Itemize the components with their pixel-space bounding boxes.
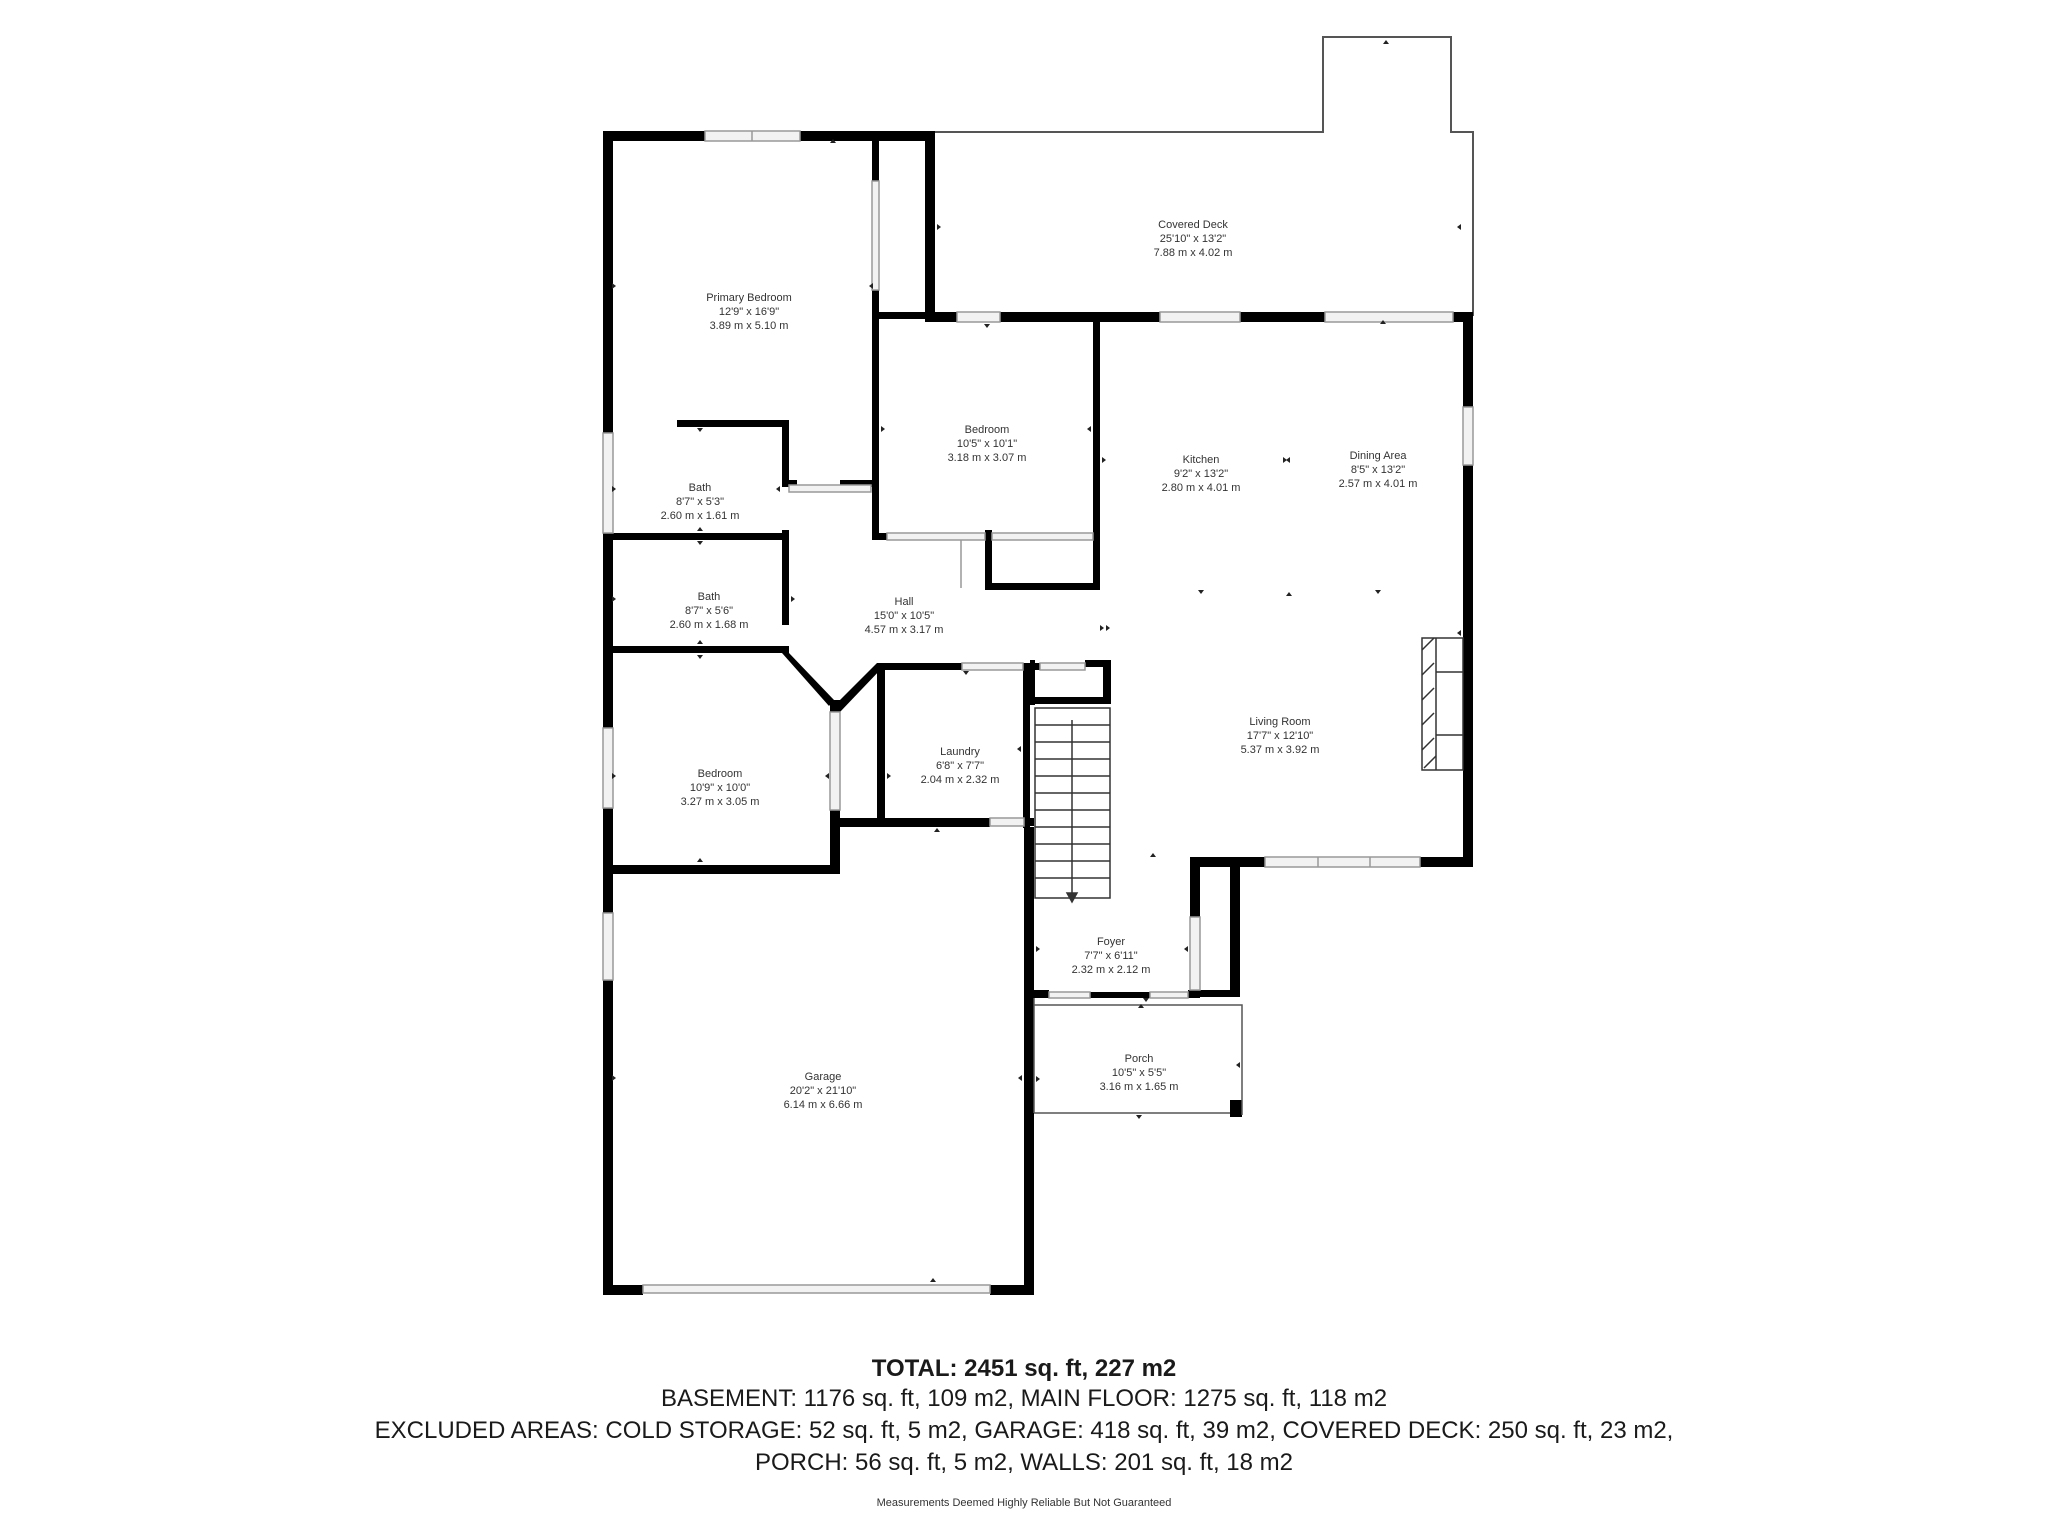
room-name: Garage [805,1071,842,1083]
room-dims-imperial: 25'10" x 13'2" [1160,233,1227,245]
porch-outline [1033,998,1243,1115]
staircase [1034,707,1111,904]
disclaimer: Measurements Deemed Highly Reliable But … [876,1497,1172,1509]
room-dims-imperial: 9'2" x 13'2" [1174,468,1228,480]
room-dims-metric: 7.88 m x 4.02 m [1154,247,1233,259]
excluded-areas-summary: EXCLUDED AREAS: COLD STORAGE: 52 sq. ft,… [374,1417,1674,1444]
room-name: Porch [1125,1053,1154,1065]
windows [602,130,1474,1294]
room-dims-imperial: 15'0" x 10'5" [874,610,934,622]
room-dims-metric: 2.60 m x 1.61 m [661,510,740,522]
room-name: Laundry [940,746,980,758]
room-dims-imperial: 8'7" x 5'6" [685,605,733,617]
room-dims-imperial: 10'5" x 5'5" [1112,1067,1166,1079]
room-dims-imperial: 20'2" x 21'10" [790,1085,857,1097]
floor-area-summary: BASEMENT: 1176 sq. ft, 109 m2, MAIN FLOO… [660,1385,1388,1412]
total-area: TOTAL: 2451 sq. ft, 227 m2 [871,1355,1177,1382]
room-dims-imperial: 8'5" x 13'2" [1351,464,1405,476]
room-dims-imperial: 12'9" x 16'9" [719,306,779,318]
room-dims-imperial: 8'7" x 5'3" [676,496,724,508]
room-dims-imperial: 7'7" x 6'11" [1084,950,1137,962]
room-name: Covered Deck [1158,219,1228,231]
room-dims-metric: 5.37 m x 3.92 m [1241,744,1320,756]
room-name: Kitchen [1183,454,1220,466]
room-name: Dining Area [1350,450,1408,462]
room-dims-metric: 3.18 m x 3.07 m [948,452,1027,464]
room-dims-metric: 3.27 m x 3.05 m [681,796,760,808]
room-dims-imperial: 6'8" x 7'7" [936,760,984,772]
covered-deck-outline [935,36,1474,316]
dimension-markers [612,40,1461,1282]
room-dims-metric: 4.57 m x 3.17 m [865,624,944,636]
room-name: Foyer [1097,936,1125,948]
fireplace [1421,637,1464,771]
room-dims-imperial: 10'9" x 10'0" [690,782,750,794]
room-name: Bath [689,482,712,494]
walls [603,131,1473,1295]
room-dims-metric: 6.14 m x 6.66 m [784,1099,863,1111]
room-labels: Covered Deck 25'10" x 13'2" 7.88 m x 4.0… [661,219,1418,1111]
room-name: Bath [698,591,721,603]
room-dims-metric: 2.04 m x 2.32 m [921,774,1000,786]
room-dims-metric: 2.80 m x 4.01 m [1162,482,1241,494]
room-dims-metric: 2.60 m x 1.68 m [670,619,749,631]
room-dims-metric: 3.89 m x 5.10 m [710,320,789,332]
room-name: Bedroom [965,424,1010,436]
room-name: Living Room [1249,716,1310,728]
room-dims-metric: 3.16 m x 1.65 m [1100,1081,1179,1093]
room-name: Bedroom [698,768,743,780]
room-name: Hall [895,596,914,608]
excluded-areas-summary-cont: PORCH: 56 sq. ft, 5 m2, WALLS: 201 sq. f… [755,1449,1293,1476]
room-dims-metric: 2.32 m x 2.12 m [1072,964,1151,976]
room-dims-imperial: 17'7" x 12'10" [1247,730,1314,742]
room-name: Primary Bedroom [706,292,792,304]
room-dims-metric: 2.57 m x 4.01 m [1339,478,1418,490]
room-dims-imperial: 10'5" x 10'1" [957,438,1017,450]
